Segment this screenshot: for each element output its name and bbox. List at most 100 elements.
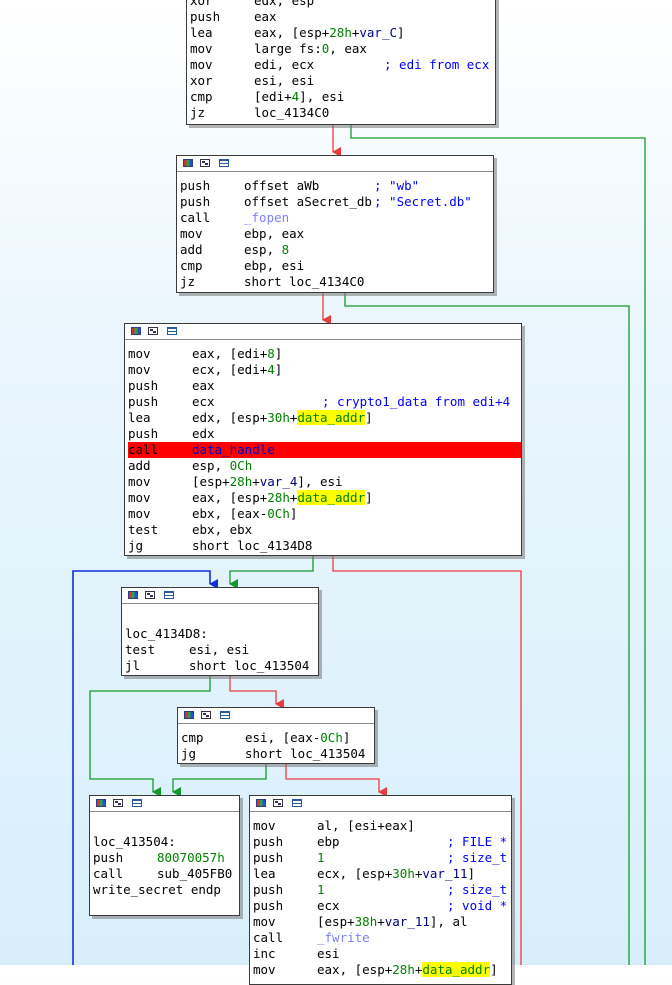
- label-text[interactable]: write_secret endp: [93, 882, 221, 897]
- highlighted-symbol[interactable]: data_addr: [297, 410, 366, 425]
- operand-token[interactable]: 4: [291, 89, 300, 104]
- text-view-icon[interactable]: [292, 799, 302, 807]
- graph-icon[interactable]: [200, 159, 210, 167]
- code-label[interactable]: loc_413504:: [93, 834, 239, 850]
- operand-token[interactable]: 8: [281, 242, 290, 257]
- operand-token[interactable]: 1: [317, 882, 325, 897]
- operand-token[interactable]: var_4: [259, 474, 298, 489]
- operand-token[interactable]: 0Ch: [267, 506, 290, 521]
- instruction-line[interactable]: mov[esp+28h+var_4], esi: [128, 474, 521, 490]
- palette-icon[interactable]: [183, 159, 193, 167]
- operand-token[interactable]: _fopen: [244, 210, 290, 225]
- graph-icon[interactable]: [148, 327, 158, 335]
- operand-token[interactable]: data_handle: [192, 442, 275, 457]
- instruction-line[interactable]: call_fwrite: [253, 930, 511, 946]
- operand-token[interactable]: 0Ch: [229, 458, 253, 473]
- operand-token[interactable]: var_C: [359, 25, 398, 40]
- text-view-icon[interactable]: [220, 711, 230, 719]
- palette-icon[interactable]: [184, 711, 194, 719]
- operand-token[interactable]: 80070057h: [157, 850, 225, 865]
- text-view-icon[interactable]: [219, 159, 229, 167]
- instruction-line[interactable]: [93, 818, 239, 834]
- operand-token[interactable]: 28h: [329, 25, 352, 40]
- operand-token[interactable]: 8: [267, 346, 275, 361]
- palette-icon[interactable]: [96, 799, 106, 807]
- operand-token[interactable]: _fwrite: [317, 930, 370, 945]
- operand-token[interactable]: 1: [317, 850, 325, 865]
- operand-token[interactable]: 0Ch: [320, 730, 343, 745]
- text-view-icon[interactable]: [167, 327, 177, 335]
- operand-token[interactable]: 28h: [392, 962, 415, 977]
- instruction-line[interactable]: mov[esp+38h+var_11], al: [253, 914, 511, 930]
- highlighted-symbol[interactable]: data_addr: [297, 490, 366, 505]
- palette-icon[interactable]: [131, 327, 141, 335]
- operand-token[interactable]: 30h: [392, 866, 415, 881]
- operand-token[interactable]: var_11: [384, 914, 430, 929]
- graph-icon[interactable]: [273, 799, 283, 807]
- text-view-icon[interactable]: [164, 591, 174, 599]
- highlighted-symbol[interactable]: data_addr: [422, 962, 491, 977]
- palette-icon[interactable]: [256, 799, 266, 807]
- code-label[interactable]: loc_4134D8:: [125, 626, 318, 642]
- instruction-line[interactable]: [125, 610, 318, 626]
- operand-token[interactable]: 4: [267, 362, 275, 377]
- operand-token[interactable]: 28h: [267, 490, 290, 505]
- code-label[interactable]: write_secret endp: [93, 882, 239, 898]
- label-text[interactable]: loc_4134D8:: [125, 626, 208, 641]
- operand-token[interactable]: 30h: [267, 410, 290, 425]
- operand-token[interactable]: 28h: [229, 474, 253, 489]
- operand-token[interactable]: 0: [321, 41, 330, 56]
- label-text[interactable]: loc_413504:: [93, 834, 176, 849]
- operand-token[interactable]: 38h: [354, 914, 378, 929]
- instruction-line[interactable]: cmp[edi+4], esi: [190, 89, 495, 105]
- operand-token[interactable]: var_11: [422, 866, 468, 881]
- palette-icon[interactable]: [128, 591, 138, 599]
- instruction-line[interactable]: call_fopen: [180, 210, 493, 226]
- text-view-icon[interactable]: [132, 799, 142, 807]
